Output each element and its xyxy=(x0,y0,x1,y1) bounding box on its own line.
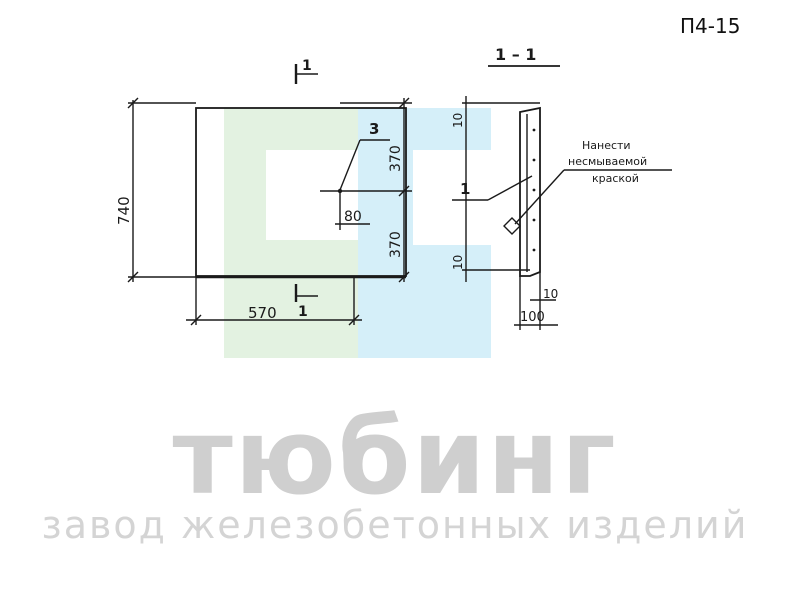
plate-3-anchor xyxy=(337,188,343,194)
tick-right-mid xyxy=(398,185,410,197)
tick-right-bottom xyxy=(398,271,410,283)
label-section-mark-top: 1 xyxy=(302,58,312,74)
label-side-10-bottom: 10 xyxy=(451,255,465,270)
logo-blue-lower xyxy=(358,282,408,358)
note-marker xyxy=(503,217,521,235)
weld-dots xyxy=(337,128,536,252)
label-height-740: 740 xyxy=(115,196,133,225)
tick-top xyxy=(127,97,139,109)
sheet-code: П4-15 xyxy=(680,14,741,38)
label-offset-80: 80 xyxy=(344,209,362,225)
label-section-title: 1 – 1 xyxy=(495,45,536,64)
leader-item-1-slope xyxy=(487,175,533,201)
section-profile xyxy=(519,106,541,277)
tick-right-top xyxy=(398,97,410,109)
brand-tagline: завод железобетонных изделий xyxy=(41,503,749,547)
note-text-line2: несмываемой xyxy=(568,155,647,168)
logo-blue-window xyxy=(413,150,491,245)
label-thickness-10: 10 xyxy=(543,287,558,301)
logo-mark xyxy=(224,108,491,358)
note-leader xyxy=(514,169,565,225)
label-upper-370: 370 xyxy=(388,145,404,172)
note-text-line1: Нанести xyxy=(582,139,631,152)
note-text-line3: краской xyxy=(592,172,639,185)
logo-green-window xyxy=(266,150,358,240)
tick-right-width xyxy=(348,314,360,326)
label-thickness-100: 100 xyxy=(520,310,545,325)
label-section-mark-bottom: 1 xyxy=(298,304,308,320)
label-width-570: 570 xyxy=(248,304,277,322)
tick-bottom xyxy=(127,271,139,283)
tick-left-width xyxy=(190,314,202,326)
brand-name: тюбинг xyxy=(172,396,618,518)
label-item-1: 1 xyxy=(460,180,470,198)
label-item-3: 3 xyxy=(369,120,379,138)
label-side-10-top: 10 xyxy=(451,113,465,128)
label-lower-370: 370 xyxy=(388,231,404,258)
leader-item-3 xyxy=(339,139,361,191)
